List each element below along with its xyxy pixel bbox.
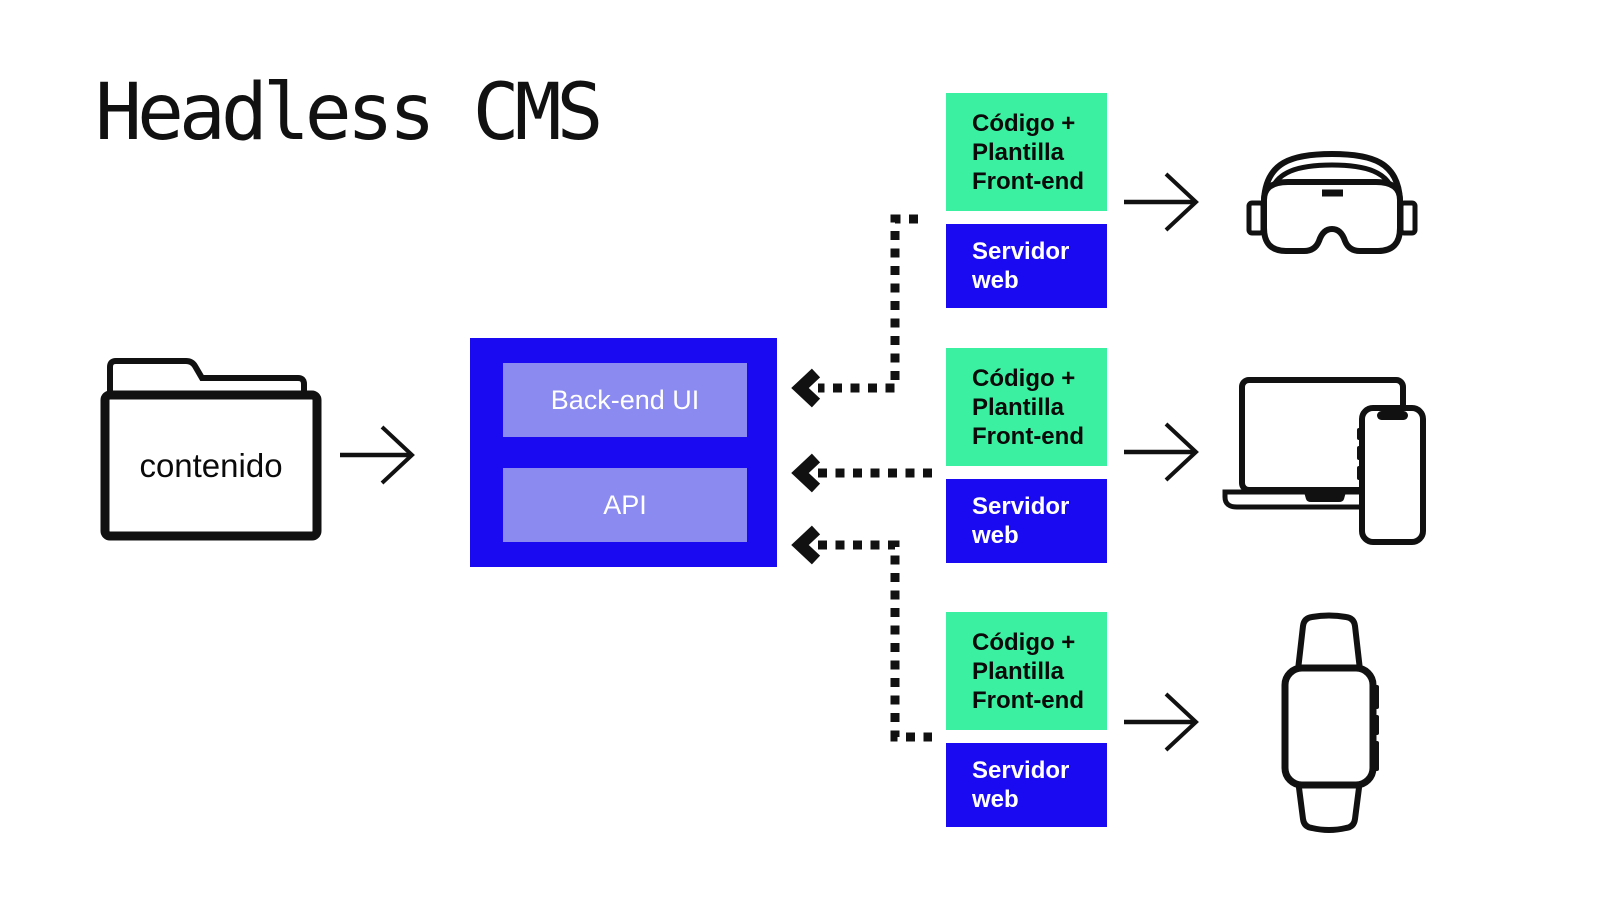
channel-1-frontend-box: Código + Plantilla Front-end: [946, 93, 1107, 211]
backend-ui-label: Back-end UI: [550, 384, 700, 415]
api-box: API: [503, 468, 747, 542]
smartwatch-icon: [1281, 612, 1379, 833]
folder-label: contenido: [139, 447, 283, 484]
api-label: API: [603, 489, 647, 520]
vr-headset-icon: [1246, 150, 1418, 254]
channel-3-frontend-box: Código + Plantilla Front-end: [946, 612, 1107, 730]
channel-1-server-label: Servidor web: [972, 238, 1070, 294]
channel-2-server-box: Servidor web: [946, 479, 1107, 563]
folder-icon: [100, 358, 322, 541]
arrow-channel-3-to-device-icon: [1124, 692, 1199, 752]
content-source: contenido: [100, 350, 322, 542]
arrow-content-to-cms-icon: [340, 425, 415, 485]
channel-2-server-label: Servidor web: [972, 493, 1070, 549]
backend-ui-box: Back-end UI: [503, 363, 747, 437]
channel-2-frontend-box: Código + Plantilla Front-end: [946, 348, 1107, 466]
channel-3-server-label: Servidor web: [972, 757, 1070, 813]
dotted-arrows-to-cms-icon: [791, 214, 932, 742]
channel-3-server-box: Servidor web: [946, 743, 1107, 827]
diagram-title: Headless CMS: [95, 68, 604, 158]
laptop-and-phone-icon: [1222, 377, 1426, 545]
channel-1-frontend-label: Código + Plantilla Front-end: [972, 109, 1084, 195]
channel-2-frontend-label: Código + Plantilla Front-end: [972, 364, 1084, 450]
channel-3-frontend-label: Código + Plantilla Front-end: [972, 628, 1084, 714]
arrow-channel-2-to-device-icon: [1124, 422, 1199, 482]
cms-box: Back-end UI API: [470, 338, 777, 567]
arrow-channel-1-to-device-icon: [1124, 172, 1199, 232]
channel-1-server-box: Servidor web: [946, 224, 1107, 308]
